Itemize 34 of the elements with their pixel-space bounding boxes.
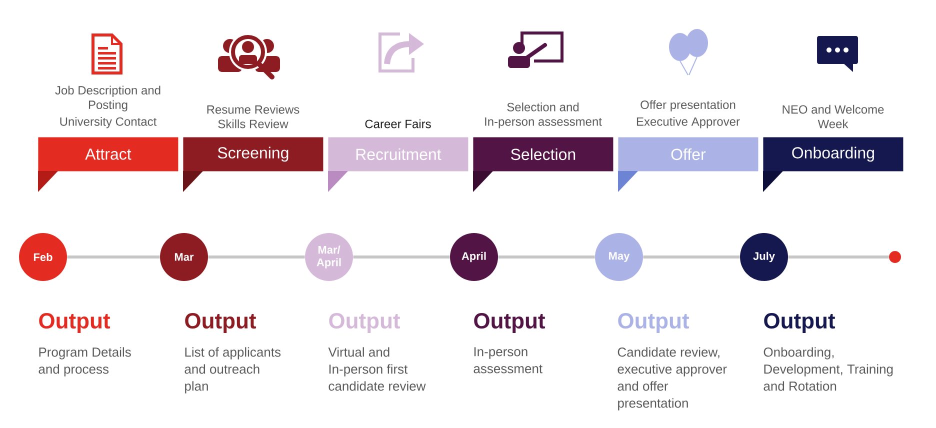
- output-heading: Output: [185, 313, 256, 333]
- output-heading: Output: [474, 313, 546, 333]
- end-dot: [889, 251, 902, 263]
- output-text: Onboarding, Development, Training and Rotation: [764, 347, 893, 391]
- timeline-line: [498, 256, 595, 258]
- description-text: Skills Review: [218, 119, 288, 128]
- banner: Recruitment: [328, 137, 468, 192]
- timeline-line: [353, 256, 450, 258]
- output-text: Candidate review, executive approver and offer presentation: [618, 347, 727, 410]
- description-text: Career Fairs: [365, 119, 431, 128]
- description-text: Executive Approver: [636, 117, 740, 128]
- banner: Selection: [473, 137, 614, 192]
- description-text: Job Description and Posting: [55, 86, 160, 112]
- timeline-line: [643, 256, 740, 258]
- description-text: Resume Reviews: [207, 104, 300, 114]
- description-text: Selection and In-person assessment: [485, 102, 602, 128]
- output-text: Virtual and In-person first candidate review: [328, 347, 426, 391]
- description-text: NEO and Welcome Week: [782, 104, 884, 128]
- timeline-line: [788, 256, 889, 258]
- banner: Onboarding: [763, 137, 904, 192]
- output-heading: Output: [618, 313, 690, 333]
- banner: Attract: [38, 137, 178, 192]
- output-heading: Output: [39, 313, 110, 333]
- timeline-line: [208, 256, 305, 258]
- description-text: University Contact: [60, 117, 157, 128]
- output-heading: Output: [329, 313, 400, 333]
- output-text: In-person assessment: [474, 347, 542, 374]
- output-text: List of applicants and outreach plan: [184, 347, 281, 394]
- description-text: Offer presentation: [640, 100, 736, 112]
- banner: Screening: [183, 137, 324, 192]
- timeline-line: [67, 256, 160, 258]
- banner: Offer: [618, 137, 758, 192]
- output-heading: Output: [764, 313, 836, 333]
- output-text: Program Details and process: [38, 347, 131, 376]
